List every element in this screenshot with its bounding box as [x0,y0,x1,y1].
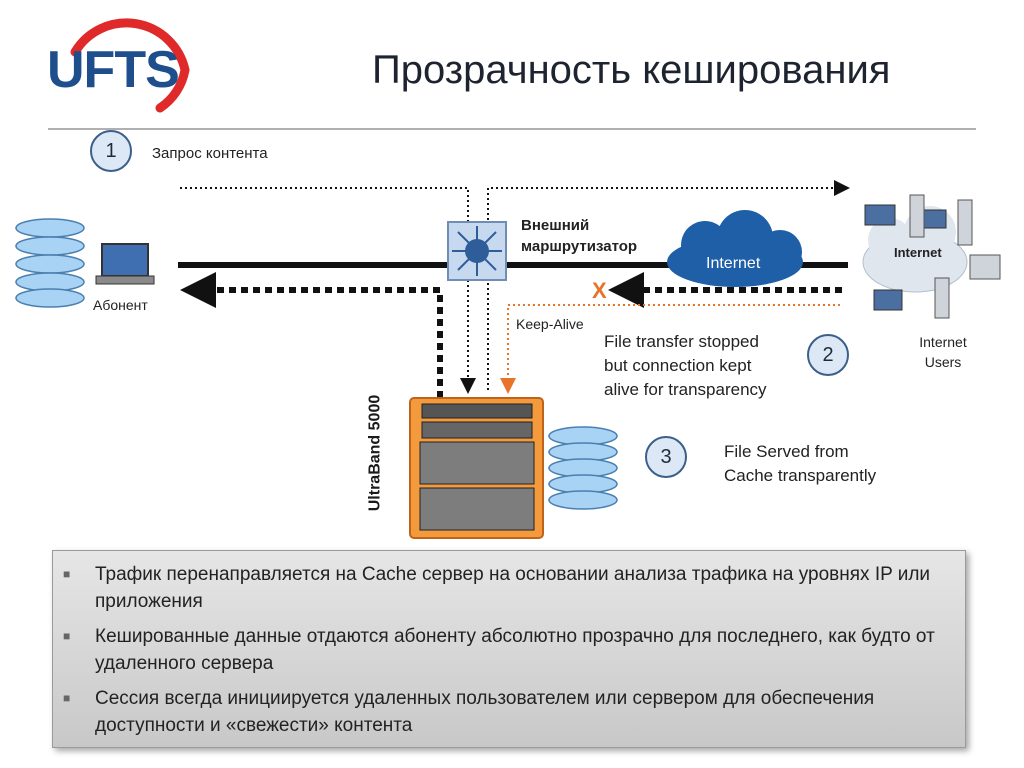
disk-stack-left-icon [15,218,85,308]
bullet-3: ■ Сессия всегда инициируется удаленных п… [63,685,955,739]
network-diagram [15,180,1001,539]
cache-server-label: UltraBand 5000 [366,394,383,511]
router-label: Внешний маршрутизатор [521,217,638,255]
bullet-dot-icon: ■ [63,567,71,581]
logo: UFTS [47,41,180,99]
bullet-dot-icon: ■ [63,691,71,705]
step-2-badge: 2 [807,334,849,376]
subscriber-label: Абонент [93,297,148,313]
step-1-label: Запрос контента [152,145,268,162]
forward-path [487,180,850,390]
bullets-panel: ■ Трафик перенаправляется на Cache серве… [52,550,966,748]
disk-stack-right-icon [548,426,618,510]
internet-group-label: Internet [894,245,942,260]
internet-cloud-icon [667,210,803,287]
bullet-1: ■ Трафик перенаправляется на Cache серве… [63,561,955,615]
bullet-dot-icon: ■ [63,629,71,643]
keepalive-label: Keep-Alive [516,316,584,332]
bullet-2: ■ Кешированные данные отдаются абоненту … [63,623,955,677]
cache-to-subscriber-path [180,272,443,398]
title-divider [48,128,976,130]
cache-server-icon [409,397,544,539]
internet-cloud-label: Internet [706,255,761,272]
stop-mark: X [592,278,607,303]
step-3-note: File Served from Cache transparently [724,442,877,485]
logo-swoosh [70,18,190,113]
page-title: Прозрачность кеширования [372,48,891,92]
internet-users-label: Internet Users [919,334,967,370]
step-3-badge: 3 [645,436,687,478]
computers-icon [864,194,1001,319]
step-2-note: File transfer stopped but connection kep… [604,332,767,399]
laptop-icon [95,243,155,285]
keepalive-path [500,304,840,394]
step-1-badge: 1 [90,130,132,172]
request-path [180,187,476,394]
